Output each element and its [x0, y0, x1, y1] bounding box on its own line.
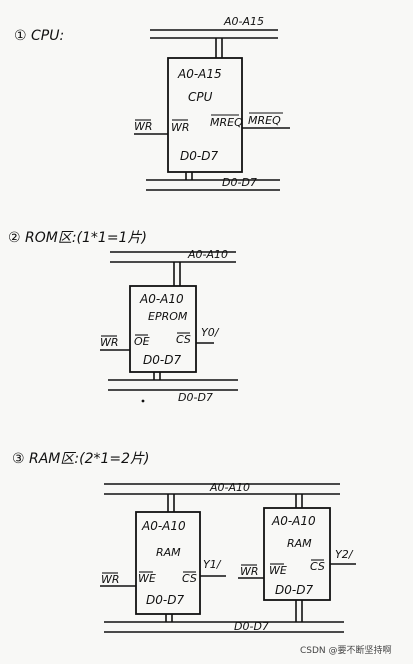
section2-heading: ② ROM区:(1*1=1片) — [8, 230, 147, 246]
eprom-chip-name: EPROM — [148, 310, 188, 323]
ram2-external-wr: WR — [240, 565, 259, 578]
eprom-chip — [129, 285, 197, 373]
cpu-external-wr: WR — [134, 120, 153, 133]
section1-heading: ① CPU: — [14, 28, 64, 44]
ram2-cs-signal: Y2/ — [335, 548, 354, 561]
cpu-pin-mreq: MREQ — [210, 116, 243, 129]
ram2-data-pins-label: D0-D7 — [275, 583, 313, 597]
section3-data-bus — [104, 600, 344, 633]
cpu-address-pins-label: A0-A15 — [177, 67, 222, 81]
section2-data-bus — [108, 372, 238, 391]
section1-bus-address-label: A0-A15 — [223, 15, 264, 28]
ram1-pin-cs: CS — [182, 572, 197, 585]
section2-bus-address-label: A0-A10 — [187, 248, 228, 261]
eprom-external-wr: WR — [100, 336, 119, 349]
ram-chip-2 — [263, 507, 331, 601]
eprom-data-pins-label: D0-D7 — [143, 353, 181, 367]
ram2-pin-cs: CS — [310, 560, 325, 573]
section2-address-bus — [110, 251, 236, 286]
cpu-data-pins-label: D0-D7 — [180, 149, 218, 163]
section1-bus-data-label: D0-D7 — [222, 176, 257, 189]
eprom-cs-signal: Y0/ — [201, 326, 220, 339]
ram1-pin-we: WE — [138, 572, 156, 585]
ram-chip-1 — [135, 511, 201, 615]
watermark-text: CSDN @要不断坚持啊 — [300, 644, 392, 656]
ram2-pin-we: WE — [269, 564, 287, 577]
ram1-external-wr: WR — [101, 573, 120, 586]
cpu-chip — [167, 57, 243, 173]
cpu-chip-name: CPU — [188, 90, 213, 104]
section3-bus-address-label: A0-A10 — [209, 481, 250, 494]
stray-dot — [141, 399, 145, 403]
cpu-external-mreq: MREQ — [248, 114, 281, 127]
section1-address-bus — [150, 29, 278, 58]
section3-bus-data-label: D0-D7 — [234, 620, 269, 633]
section2-bus-data-label: D0-D7 — [178, 391, 213, 404]
eprom-address-pins-label: A0-A10 — [139, 292, 184, 306]
ram1-address-pins-label: A0-A10 — [141, 519, 186, 533]
eprom-pin-oe: OE — [134, 335, 150, 348]
eprom-pin-cs: CS — [176, 333, 191, 346]
ram1-chip-name: RAM — [156, 546, 181, 559]
ram2-chip-name: RAM — [287, 537, 312, 550]
section1-data-bus — [146, 172, 280, 191]
cpu-pin-wr: WR — [171, 121, 190, 134]
ram2-address-pins-label: A0-A10 — [271, 514, 316, 528]
ram1-data-pins-label: D0-D7 — [146, 593, 184, 607]
section3-address-bus — [104, 483, 340, 512]
section3-heading: ③ RAM区:(2*1=2片) — [12, 451, 149, 467]
ram1-cs-signal: Y1/ — [203, 558, 222, 571]
